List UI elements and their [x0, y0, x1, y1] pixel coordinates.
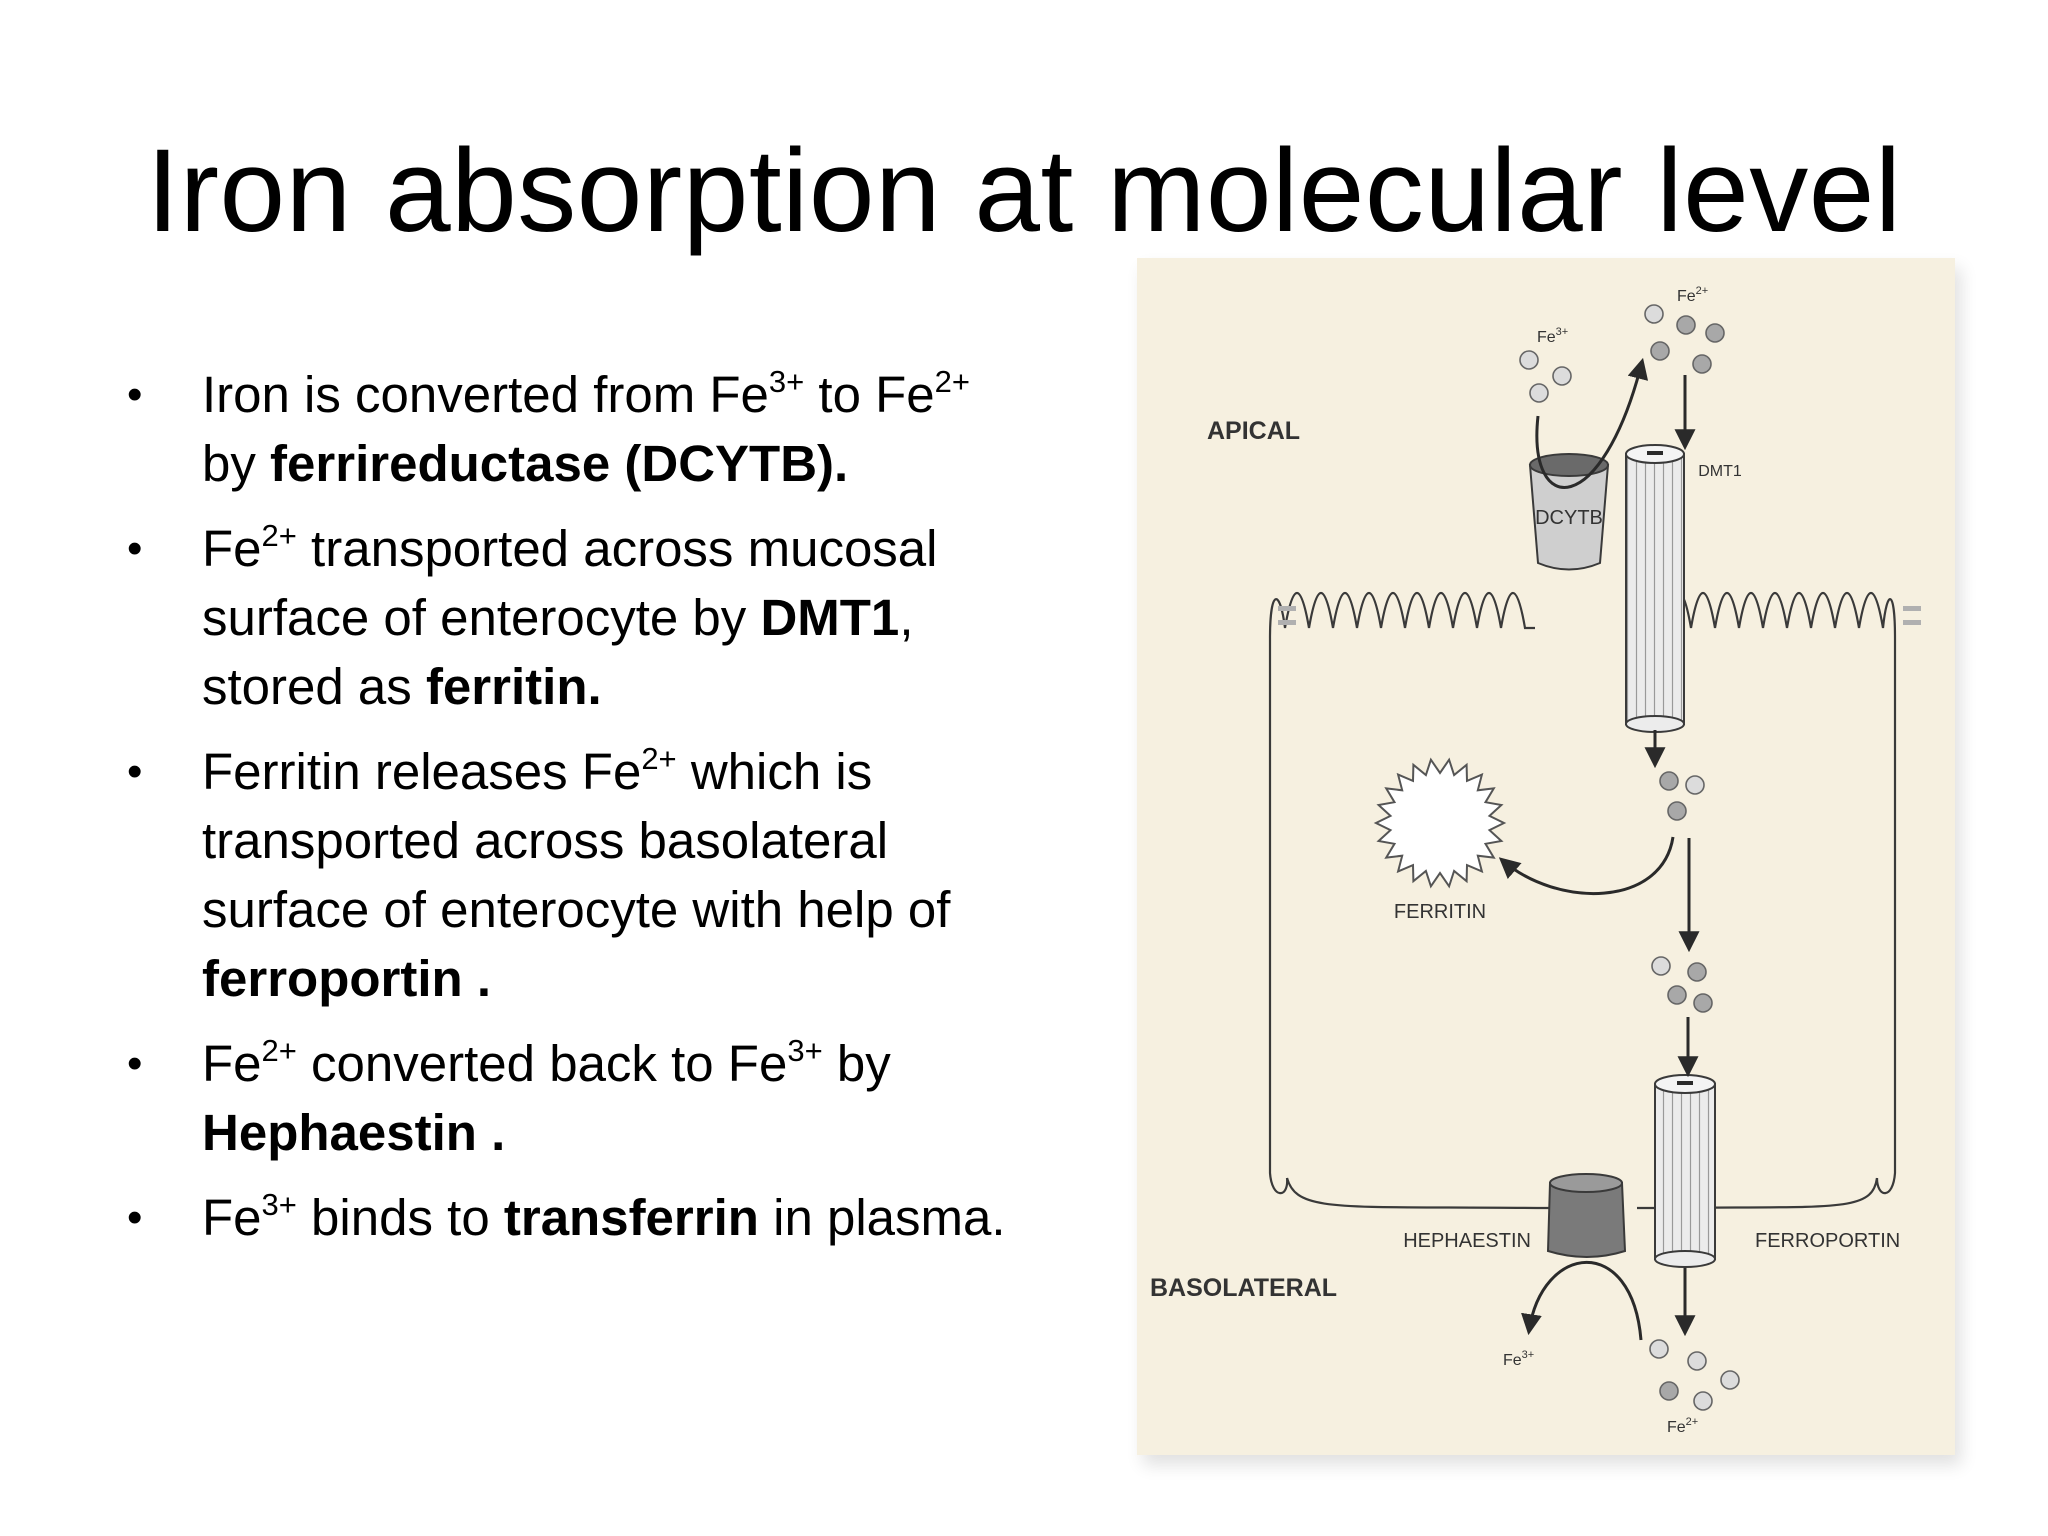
ferroportin-transporter-icon: [1654, 1074, 1716, 1268]
bullet-dot-icon: •: [127, 1039, 143, 1088]
dmt1-transporter-icon: [1625, 444, 1685, 733]
bullet-item: •Iron is converted from Fe3+ to Fe2+ by …: [118, 360, 1018, 498]
apical-label: APICAL: [1207, 417, 1300, 445]
bullet-text: which is transported across basolateral …: [202, 743, 951, 938]
superscript-text: 3+: [787, 1033, 823, 1068]
bullet-text: , stored as: [202, 589, 914, 715]
bullet-dot-icon: •: [127, 524, 143, 573]
superscript-text: 2+: [261, 1033, 297, 1068]
fe2-bottom-label: Fe2+: [1667, 1416, 1698, 1436]
bullet-text: converted back to Fe: [296, 1035, 788, 1092]
bold-term: ferrireductase (DCYTB).: [270, 435, 849, 492]
dmt1-label: DMT1: [1698, 463, 1742, 480]
bullet-text: Fe: [202, 1035, 262, 1092]
bullet-text: Fe: [202, 1189, 262, 1246]
bullet-text: Ferritin releases Fe: [202, 743, 642, 800]
superscript-text: 3+: [768, 364, 805, 399]
bullet-item: • Ferritin releases Fe2+ which is transpo…: [118, 737, 1018, 1013]
fe3-ions-top: [1519, 350, 1572, 403]
superscript-text: 3+: [261, 1187, 297, 1222]
dcytb-label: DCYTB: [1535, 507, 1603, 529]
bullet-text: Fe: [202, 520, 262, 577]
bullet-text: by: [202, 435, 271, 492]
bullet-dot-icon: •: [127, 370, 143, 419]
ferritin-label: FERRITIN: [1394, 901, 1486, 923]
bullet-item: • Fe3+ binds to transferrin in plasma.: [118, 1183, 1018, 1252]
superscript-text: 2+: [934, 364, 970, 399]
slide-title: Iron absorption at molecular level: [146, 125, 1902, 257]
bullet-item: • Fe2+ transported across mucosal surface…: [118, 514, 1018, 721]
bold-term: DMT1: [760, 589, 900, 646]
bold-term: ferroportin .: [202, 950, 491, 1007]
bullet-dot-icon: •: [127, 747, 143, 796]
ferritin-icon: [1373, 757, 1507, 889]
bullet-list: •Iron is converted from Fe3+ to Fe2+ by …: [118, 360, 1018, 1268]
basolateral-label: BASOLATERAL: [1150, 1274, 1337, 1302]
bold-term: Hephaestin .: [202, 1104, 506, 1161]
ferroportin-label: FERROPORTIN: [1755, 1230, 1900, 1252]
fe2-ions-cytoplasm: [1651, 771, 1713, 1013]
bullet-item: • Fe2+ converted back to Fe3+ by Hephaest…: [118, 1029, 1018, 1167]
bold-term: transferrin: [503, 1189, 759, 1246]
bullet-text: by: [822, 1035, 891, 1092]
bullet-text: Iron is converted from Fe: [202, 366, 769, 423]
bold-term: ferritin.: [425, 658, 602, 715]
flow-arrows: [1498, 357, 1700, 1341]
fe3-top-label: Fe3+: [1537, 326, 1568, 346]
fe3-bottom-label: Fe3+: [1503, 1349, 1534, 1369]
hephaestin-protein-icon: [1546, 1173, 1627, 1258]
dcytb-protein-icon: [1528, 453, 1610, 571]
fe2-top-label: Fe2+: [1677, 285, 1708, 305]
bullet-text: binds to: [296, 1189, 504, 1246]
bullet-text: to Fe: [804, 366, 935, 423]
fe2-ions-top: [1644, 304, 1725, 374]
superscript-text: 2+: [261, 518, 297, 553]
tight-junction-right-icon: [1903, 606, 1921, 625]
fe2-ions-bottom: [1649, 1339, 1740, 1411]
diagram-svg: DCYTB DMT1 FERROPORTIN HEPHAESTIN FERRIT…: [1150, 285, 1921, 1436]
iron-absorption-diagram: DCYTB DMT1 FERROPORTIN HEPHAESTIN FERRIT…: [1137, 258, 1955, 1455]
bullet-text: in plasma.: [758, 1189, 1006, 1246]
cell-membrane: [1268, 592, 1897, 1195]
superscript-text: 2+: [641, 741, 677, 776]
bullet-dot-icon: •: [127, 1193, 143, 1242]
bullet-text: transported across mucosal surface of en…: [202, 520, 938, 646]
hephaestin-label: HEPHAESTIN: [1403, 1230, 1531, 1252]
tight-junction-left-icon: [1278, 606, 1296, 625]
